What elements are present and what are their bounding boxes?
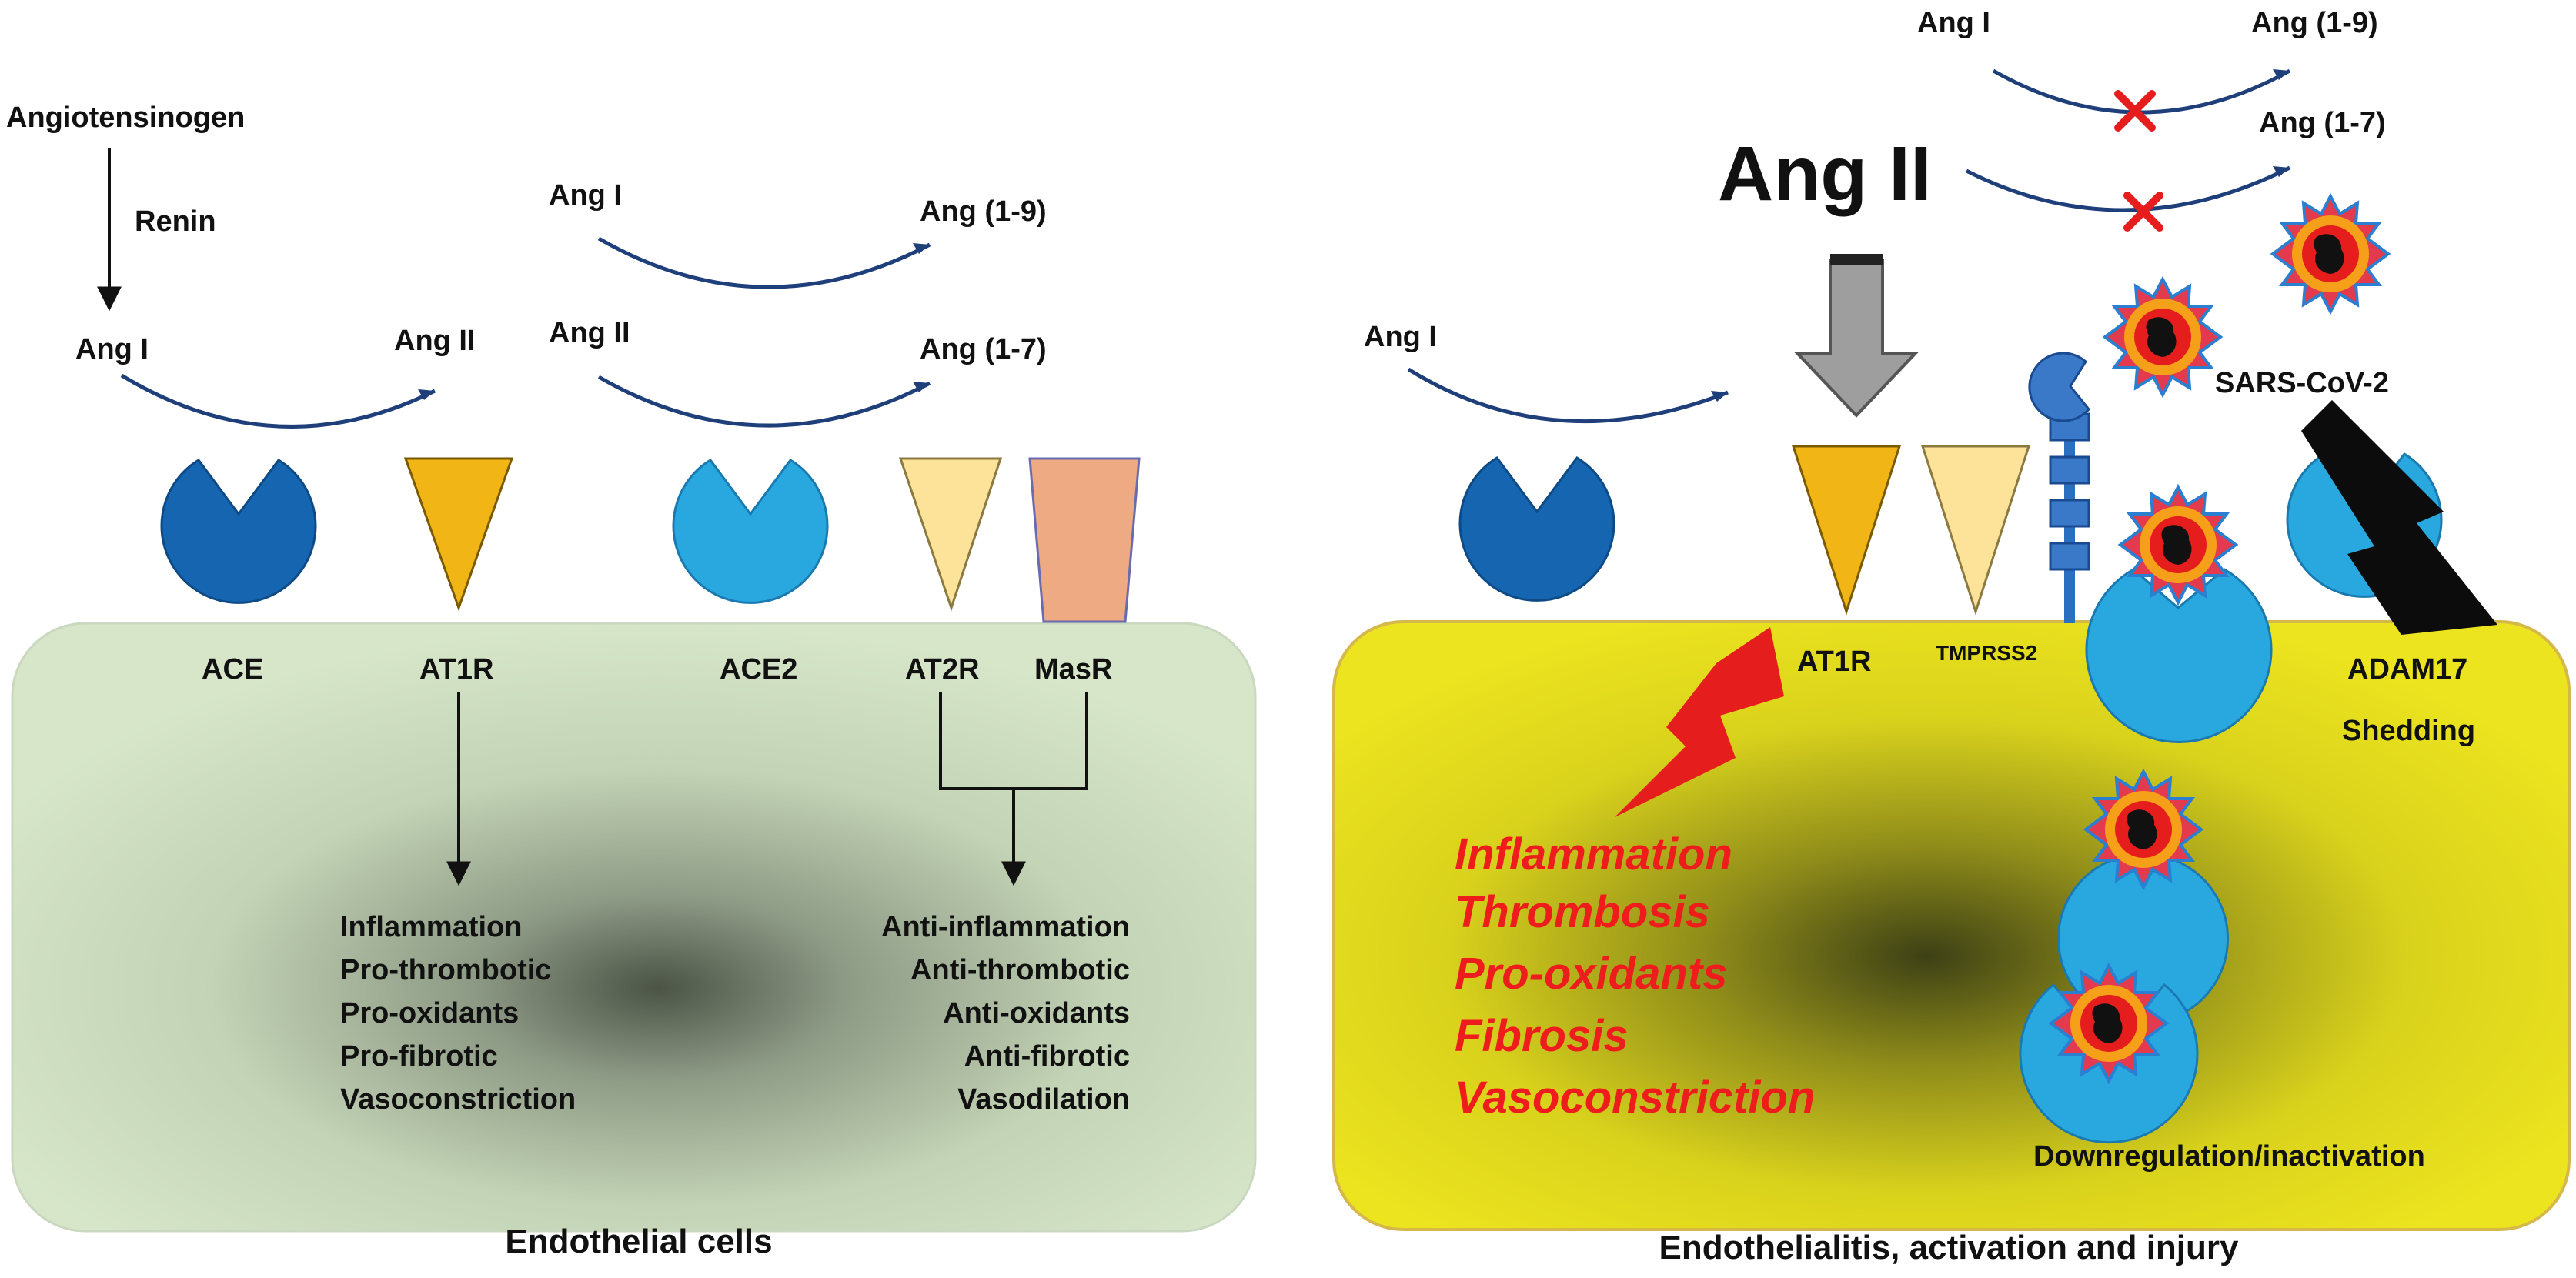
renin-label: Renin [135,205,216,238]
at1r-effect-item: Pro-fibrotic [340,1040,498,1073]
at1r-effect-item: Vasoconstriction [340,1083,576,1116]
ace-substrate-label: Ang I [75,333,149,365]
protective-bracket [939,692,1088,881]
blocked-arc-1-arrowhead-icon [2273,69,2290,80]
blocked-arc-2 [1965,165,2291,212]
masr-label: MasR [1034,653,1112,686]
angiotensinogen-label: Angiotensinogen [6,102,245,134]
ang-ii-big-label: Ang II [1718,131,1932,217]
masr-receptor-icon [1028,457,1141,623]
ace2-bound-enzyme-icon [2085,568,2273,743]
at1r-effects-list: Inflammation Pro-thrombotic Pro-oxidants… [340,911,576,1116]
protective-effect-item: Anti-inflammation [881,911,1130,943]
ace2-substrate-1-label: Ang I [549,179,622,212]
ace2-label: ACE2 [720,653,797,686]
blocked-arc-2-arrowhead-icon [2273,166,2290,177]
tmprss2-protease-chain [2028,352,2090,623]
ang-ii-down-arrow-icon [1794,259,1919,418]
adam17-label: ADAM17 [2347,653,2467,686]
ace2-arc-1-arrowhead-icon [913,243,930,254]
injury-effect-item: Inflammation [1455,829,1732,879]
right-ace-arrowhead-icon [1711,391,1728,402]
virus-label: SARS-CoV-2 [2215,367,2389,399]
right-ace-enzyme-icon [1458,456,1615,602]
left-cell-membrane [11,622,1257,1233]
virus-particle-icon [2103,278,2222,396]
right-ace-substrate-label: Ang I [1364,321,1437,353]
right-at1r-label: AT1R [1797,646,1871,678]
protective-effect-item: Vasodilation [957,1083,1130,1116]
injury-effect-item: Pro-oxidants [1455,949,1728,999]
at1r-effect-item: Inflammation [340,911,522,943]
protective-effect-item: Anti-fibrotic [964,1040,1130,1073]
ace-label: ACE [202,653,263,686]
ace-enzyme-shape-icon [160,459,317,604]
protective-effect-item: Anti-thrombotic [910,954,1130,986]
virus-particle-icon [2271,195,2390,313]
ace-conversion-arrowhead-icon [418,389,435,400]
injury-effect-item: Fibrosis [1455,1011,1629,1061]
right-caption: Endothelialitis, activation and injury [1659,1229,2239,1266]
at1r-label: AT1R [419,653,493,686]
at1r-effect-item: Pro-oxidants [340,997,519,1029]
tmprss2-label: TMPRSS2 [1936,641,2037,665]
injury-effects-list: Inflammation Thrombosis Pro-oxidants Fib… [1455,829,1815,1123]
ace2-conversion-arc-1 [597,236,931,289]
at1r-injury-bolt-icon [1615,627,1784,817]
blocked-substrate-label: Ang I [1917,7,1990,39]
ace2-product-1-label: Ang (1-9) [920,195,1047,228]
ace2-enzyme-icon [672,459,829,604]
tmprss2-receptor-icon [1920,445,2031,616]
injury-effect-item: Thrombosis [1455,887,1710,937]
blocked-product-2-label: Ang (1-7) [2259,107,2386,139]
block-x-icon-1 [2114,90,2156,132]
right-ace-conversion-arc [1407,367,1729,424]
blocked-product-1-label: Ang (1-9) [2251,7,2378,39]
ang-ii-arrow-cap [1830,254,1883,265]
ace2-arc-2-arrowhead-icon [913,382,930,392]
ace2-product-2-label: Ang (1-7) [920,333,1047,365]
at2r-receptor-icon [898,457,1003,612]
ace2-conversion-arc-2 [597,375,931,428]
shedding-label: Shedding [2342,715,2475,747]
at1r-receptor-icon [403,457,514,612]
at2r-label: AT2R [905,653,979,686]
adam17-shedding-bolt-icon [2301,400,2497,635]
injury-effect-item: Vasoconstriction [1455,1073,1815,1123]
at1r-effect-item: Pro-thrombotic [340,954,551,986]
right-cell-membrane [1332,620,2571,1231]
left-caption: Endothelial cells [505,1223,772,1260]
downregulation-label: Downregulation/inactivation [2033,1140,2425,1173]
ace-conversion-arc [120,373,436,429]
protective-effects-list: Anti-inflammation Anti-thrombotic Anti-o… [881,911,1130,1116]
right-at1r-receptor-icon [1791,445,1902,616]
protective-effect-item: Anti-oxidants [943,997,1130,1029]
block-x-icon-2 [2123,192,2163,232]
ace2-substrate-2-label: Ang II [549,317,630,349]
ace-product-label: Ang II [394,325,476,357]
